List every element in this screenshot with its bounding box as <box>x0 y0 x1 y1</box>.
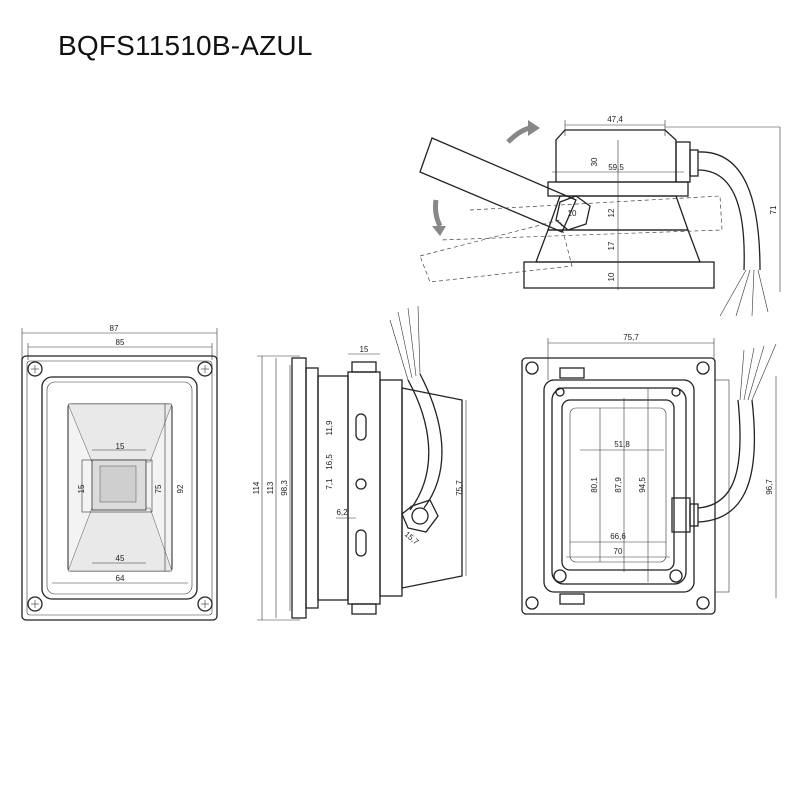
dim-87-9: 87,9 <box>614 477 623 493</box>
dim-114: 114 <box>252 481 261 494</box>
dim-11-9: 11,9 <box>325 420 334 436</box>
dim-59-5: 59,5 <box>608 163 624 172</box>
dim-85: 85 <box>116 338 125 347</box>
dim-96-7: 96,7 <box>765 479 774 495</box>
top-view: 47,4 71 59,5 30 12 17 10 10 <box>419 115 781 317</box>
dim-66-6: 66,6 <box>610 532 626 541</box>
rotate-arrow-icon <box>506 125 531 144</box>
screw-icon <box>27 361 213 612</box>
drawing-title: BQFS11510B-AZUL <box>58 30 313 61</box>
front-view: 87 85 15 15 75 92 45 64 <box>21 324 218 621</box>
back-view: 75,7 51,8 80,1 87,9 94,5 96,7 <box>521 333 777 615</box>
dim-64: 64 <box>116 574 125 583</box>
dim-113: 113 <box>266 481 275 494</box>
dim-47-4: 47,4 <box>607 115 623 124</box>
dim-80-1: 80,1 <box>590 477 599 493</box>
dim-16-5: 16,5 <box>325 454 334 470</box>
dim-15-7: 15,7 <box>403 530 421 547</box>
dim-30: 30 <box>590 157 599 166</box>
dim-75-7-side: 75,7 <box>455 480 464 496</box>
side-view: 114 113 98,3 15 11,9 16,5 7,1 6,2 15,7 <box>252 305 467 621</box>
dim-7-1: 7,1 <box>325 478 334 490</box>
dim-94-5: 94,5 <box>638 477 647 493</box>
dim-12: 12 <box>607 208 616 217</box>
dim-71: 71 <box>769 205 778 214</box>
dim-87: 87 <box>110 324 119 333</box>
dim-15-side: 15 <box>360 345 369 354</box>
dim-6-2: 6,2 <box>336 508 348 517</box>
dim-17: 17 <box>607 241 616 250</box>
dim-chip-width: 15 <box>116 442 125 451</box>
dim-98-3: 98,3 <box>280 480 289 496</box>
dim-92: 92 <box>176 484 185 493</box>
rotate-arrow-icon-2 <box>433 199 443 228</box>
dim-10-bolt: 10 <box>568 209 577 218</box>
dim-10-bottom: 10 <box>607 272 616 281</box>
dim-51-8: 51,8 <box>614 440 630 449</box>
dim-75-7-back: 75,7 <box>623 333 639 342</box>
dim-45: 45 <box>116 554 125 563</box>
dim-70: 70 <box>614 547 623 556</box>
dim-chip-height: 15 <box>77 484 86 493</box>
screw-icon-back <box>525 361 710 610</box>
dim-75: 75 <box>154 484 163 493</box>
